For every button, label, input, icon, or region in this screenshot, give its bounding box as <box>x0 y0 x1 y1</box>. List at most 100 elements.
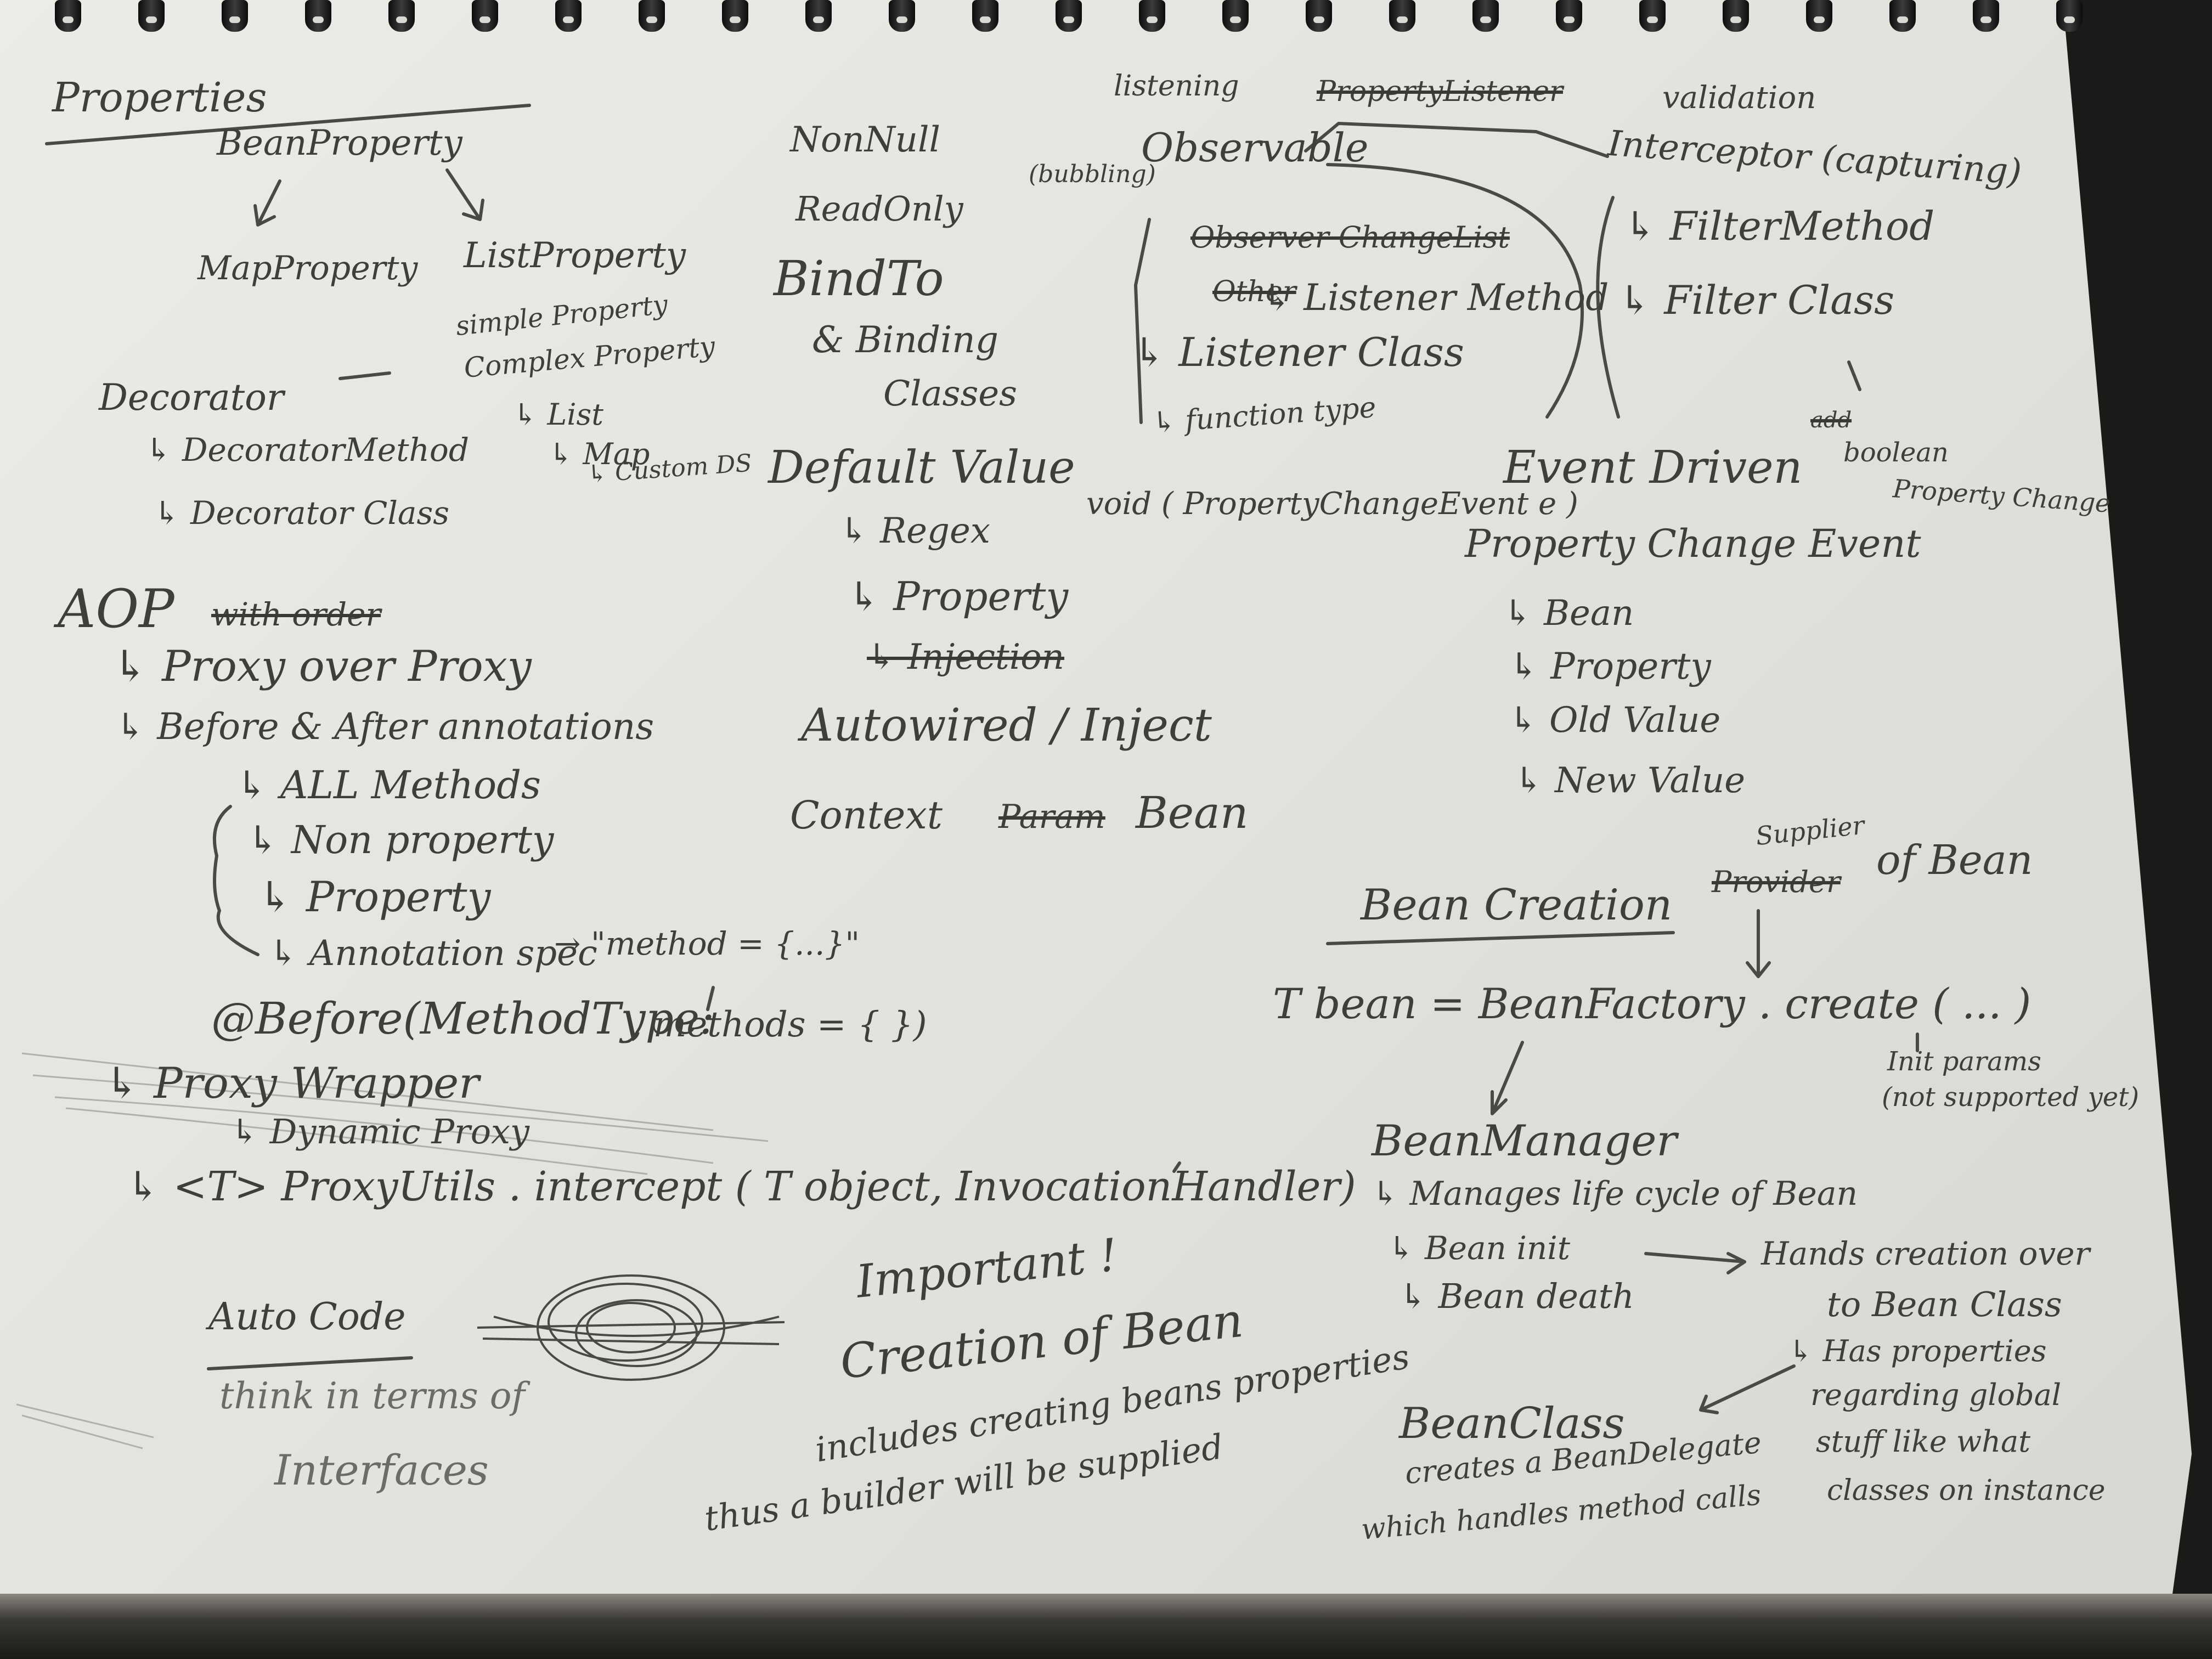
property-change-event: Property Change Event <box>1465 521 1921 566</box>
bean-death: ↳ Bean death <box>1399 1276 1634 1316</box>
listener-class: ↳ Listener Class <box>1133 329 1464 375</box>
listener-method: ↳ Listener Method <box>1262 276 1609 319</box>
bean-factory-create: T bean = BeanFactory . create ( ... ) <box>1273 979 2032 1028</box>
injection-struck: ↳ Injection <box>867 637 1064 678</box>
spiral-ring <box>1472 0 1499 32</box>
dynamic-proxy: ↳ Dynamic Proxy <box>230 1111 530 1152</box>
has-properties: ↳ Has properties <box>1788 1334 2047 1368</box>
spiral-ring <box>722 0 748 32</box>
map-type: ↳ Map <box>549 437 650 471</box>
spiral-ring <box>555 0 582 32</box>
curve-observable-eventdriven <box>1326 163 1584 419</box>
methods-list: , methods = { }) <box>631 1005 927 1045</box>
spiral-ring <box>1139 0 1165 32</box>
dash-proxyutils <box>1172 1161 1181 1173</box>
aop-property: ↳ Property <box>258 872 491 921</box>
spiral-ring <box>1639 0 1666 32</box>
spiral-ring <box>1889 0 1916 32</box>
stuff-like: stuff like what <box>1816 1424 2030 1459</box>
bean-creation-underline <box>1326 931 1675 945</box>
bracket-listeners <box>1133 218 1151 424</box>
bubbling-label: (bubbling) <box>1029 160 1156 188</box>
spiral-ring <box>1056 0 1082 32</box>
lines-observable-interceptor <box>1304 121 1609 158</box>
pencil-shading <box>16 1052 769 1449</box>
bean-creation-title: Bean Creation <box>1361 881 1673 930</box>
bean-class: BeanClass <box>1399 1399 1625 1448</box>
method-spec: → "method = {...}" <box>554 925 860 962</box>
spiral-ring <box>1306 0 1332 32</box>
decorator-method: ↳ DecoratorMethod <box>145 431 469 469</box>
autowired-inject: Autowired / Inject <box>801 699 1212 752</box>
event-new-value: ↳ New Value <box>1514 760 1746 801</box>
non-property: ↳ Non property <box>247 817 554 862</box>
decorator-class: ↳ Decorator Class <box>154 494 449 532</box>
event-property: ↳ Property <box>1509 645 1711 687</box>
default-value: Default Value <box>768 442 1075 494</box>
think-in-terms: think in terms of <box>219 1375 525 1417</box>
before-after: ↳ Before & After annotations <box>115 706 654 748</box>
binding-classes-1: & Binding <box>812 319 998 361</box>
event-bean: ↳ Bean <box>1503 593 1634 634</box>
hands-creation: Hands creation over <box>1761 1235 2090 1272</box>
spiral-ring <box>1806 0 1832 32</box>
annotation-spec: ↳ Annotation spec <box>269 933 597 974</box>
init-params: Init params <box>1887 1046 2041 1077</box>
observable-label: Observable <box>1141 125 1369 171</box>
manages-lifecycle: ↳ Manages life cycle of Bean <box>1372 1175 1858 1213</box>
auto-code-underline <box>207 1356 413 1370</box>
spiral-ring <box>639 0 665 32</box>
validation-label: validation <box>1662 80 1816 116</box>
filter-method: ↳ FilterMethod <box>1624 203 1935 249</box>
aop-struck: with order <box>211 596 381 633</box>
regarding-global: regarding global <box>1810 1378 2062 1412</box>
context-label: Context <box>790 793 943 838</box>
provider-struck: Provider <box>1712 865 1841 899</box>
spiral-ring <box>1222 0 1249 32</box>
not-supported: (not supported yet) <box>1882 1082 2140 1113</box>
bean-property: BeanProperty <box>217 123 462 163</box>
proxy-utils: ↳ <T> ProxyUtils . intercept ( T object,… <box>126 1163 1356 1210</box>
spiral-ring <box>55 0 81 32</box>
classes-on-instance: classes on instance <box>1827 1474 2106 1507</box>
spiral-ring <box>1973 0 1999 32</box>
before-annotation: @Before(MethodType: <box>211 993 715 1044</box>
properties-title: Properties <box>52 74 267 121</box>
aop-title: AOP <box>58 578 174 640</box>
boolean-label: boolean <box>1843 437 1949 468</box>
property-default: ↳ Property <box>848 573 1069 619</box>
list-type: ↳ List <box>513 397 603 432</box>
spiral-ring <box>1389 0 1415 32</box>
spiral-ring <box>305 0 331 32</box>
arrow-init-hands <box>1644 1252 1746 1274</box>
auto-code-title: Auto Code <box>208 1295 406 1339</box>
bean-manager: BeanManager <box>1372 1116 1677 1166</box>
spiral-ring <box>972 0 998 32</box>
bracket-interceptor <box>1596 196 1620 419</box>
arrow-hasprops-delegate <box>1699 1364 1796 1414</box>
notebook-page <box>0 0 2192 1594</box>
read-only: ReadOnly <box>795 189 963 229</box>
proxy-over-proxy: ↳ Proxy over Proxy <box>112 642 532 691</box>
spiral-ring <box>889 0 915 32</box>
spiral-ring <box>222 0 248 32</box>
arrow-filter-boolean <box>1847 360 1861 391</box>
context-bean: Bean <box>1136 787 1249 838</box>
void-signature: void ( PropertyChangeEvent e ) <box>1086 486 1578 522</box>
scribble-blob <box>477 1274 785 1381</box>
bind-to: BindTo <box>774 250 944 307</box>
arrow-supplier-create <box>1746 909 1771 978</box>
event-old-value: ↳ Old Value <box>1509 700 1721 741</box>
arrow-annotation-method <box>706 986 715 1011</box>
spiral-ring <box>472 0 498 32</box>
interfaces: Interfaces <box>274 1446 489 1494</box>
observer-struck: Observer ChangeList <box>1190 220 1510 255</box>
list-property: ListProperty <box>464 235 686 276</box>
param-struck: Param <box>998 798 1105 836</box>
spiral-ring <box>1723 0 1749 32</box>
spiral-ring <box>138 0 165 32</box>
arrow-factory-manager <box>1491 1041 1524 1115</box>
spiral-ring <box>1556 0 1582 32</box>
proxy-wrapper: ↳ Proxy Wrapper <box>104 1059 479 1108</box>
spiral-ring <box>805 0 832 32</box>
